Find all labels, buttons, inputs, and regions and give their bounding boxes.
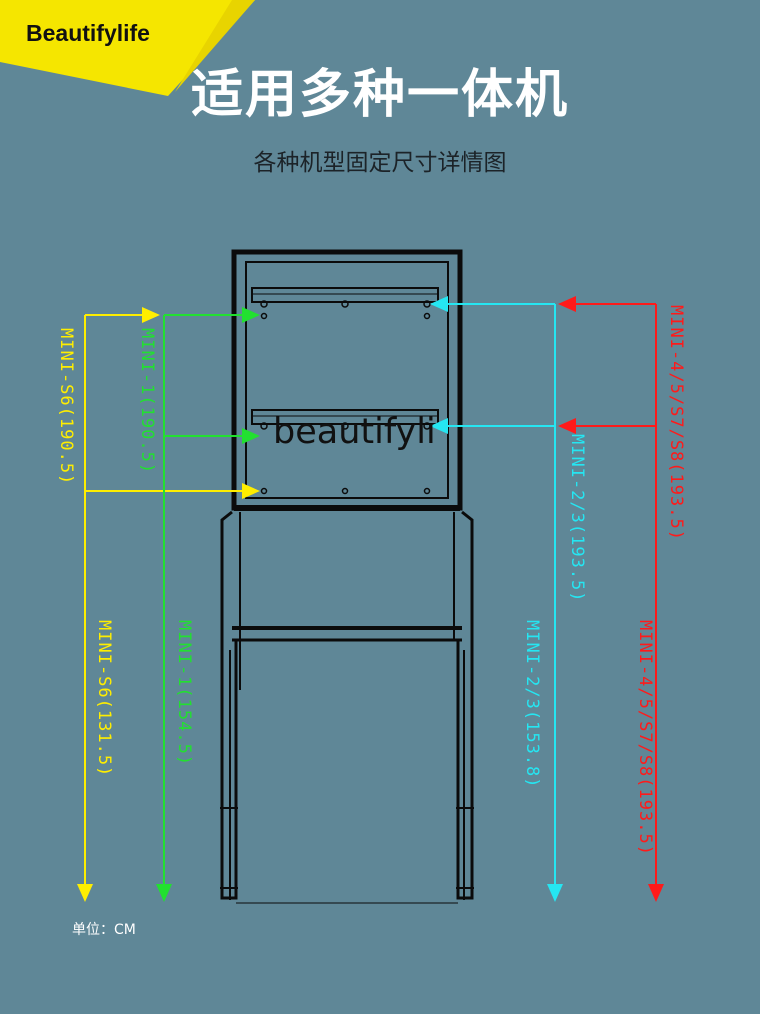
brand-banner <box>0 0 255 96</box>
left-leg <box>220 510 238 900</box>
label-mini23-lower: MINI-2/3(153.8) <box>522 620 542 789</box>
dim-cyan <box>430 296 563 902</box>
label-mini1-upper: MINI-1(190.5) <box>137 328 157 475</box>
label-mini4578-upper: MINI-4/5/S7/S8(193.5) <box>666 305 686 541</box>
banner-shape <box>0 0 255 96</box>
watermark-text: beautifyli <box>273 412 436 452</box>
label-s6-upper: MINI-S6(190.5) <box>56 328 76 486</box>
upper-bracket <box>251 287 439 303</box>
frame-inner-panel <box>245 261 449 499</box>
unit-label: 单位：CM <box>72 922 136 938</box>
label-mini1-lower: MINI-1(154.5) <box>174 620 194 767</box>
dim-green <box>156 307 260 902</box>
label-mini23-upper: MINI-2/3(193.5) <box>567 434 587 603</box>
label-mini4578-lower: MINI-4/5/S7/S8(193.5) <box>635 620 655 856</box>
lower-bracket <box>251 409 439 425</box>
brand-name: Beautifylife <box>26 20 150 46</box>
banner-fold <box>175 0 255 92</box>
frame-top-panel <box>231 249 463 511</box>
stand-frame <box>220 249 474 904</box>
page-subtitle: 各种机型固定尺寸详情图 <box>253 150 507 176</box>
label-s6-lower: MINI-S6(131.5) <box>94 620 114 778</box>
mounting-holes <box>260 300 431 495</box>
dim-yellow <box>77 307 260 902</box>
dim-red <box>558 296 664 902</box>
right-leg <box>456 510 474 900</box>
page-title: 适用多种一体机 <box>190 65 569 125</box>
